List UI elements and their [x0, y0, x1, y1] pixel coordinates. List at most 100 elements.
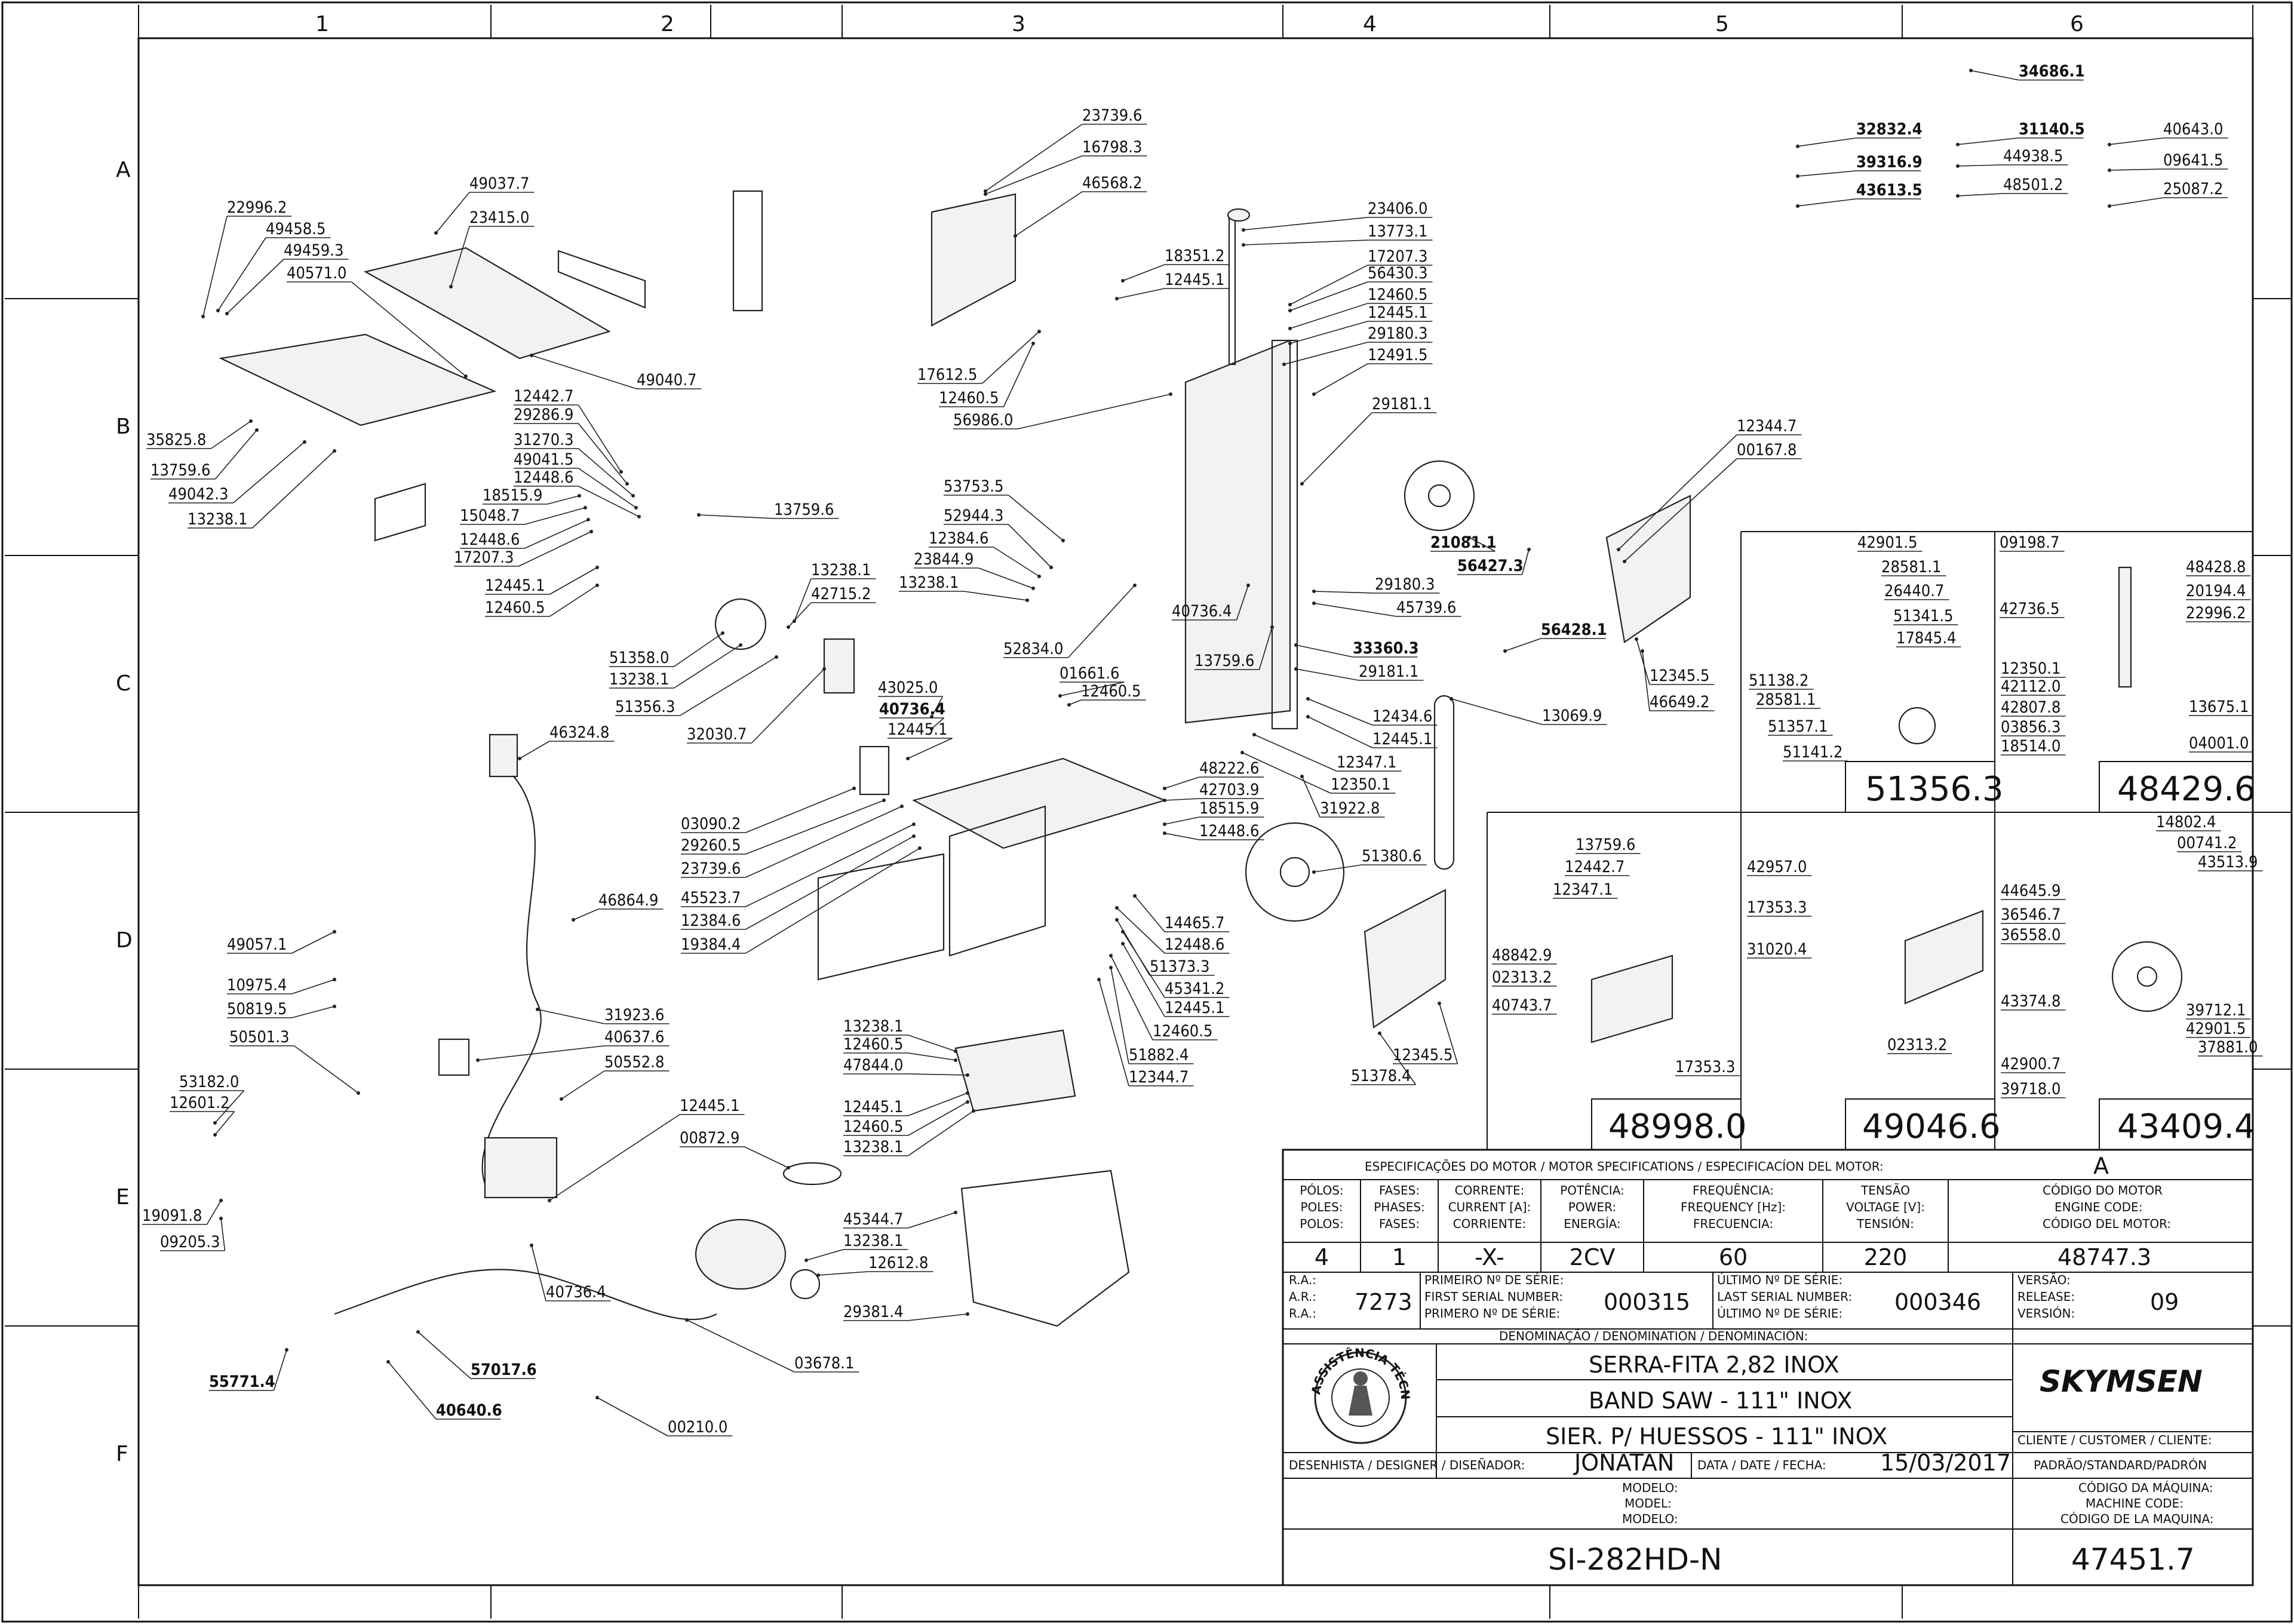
part-number-label: 50501.3 — [229, 1028, 289, 1046]
lower-wheel-part — [1245, 822, 1345, 922]
part-callout: 46649.2 — [1641, 649, 1715, 711]
part-callout: 46568.2 — [1014, 174, 1147, 238]
subassembly-part-label: 42807.8 — [2001, 698, 2060, 717]
part-callout: 13238.1 — [843, 1109, 975, 1156]
subassembly-guard-part — [1590, 954, 1673, 1043]
subassembly-part-label: 03856.3 — [2001, 718, 2060, 736]
part-callout: 49458.5 — [216, 220, 331, 312]
part-callout: 12434.6 — [1306, 697, 1438, 726]
part-number-label: 40640.6 — [436, 1401, 502, 1420]
subassembly-part-label: 17845.4 — [1896, 629, 1956, 647]
part-number-label: 12460.5 — [939, 389, 999, 407]
part-callout: 49041.5 — [514, 450, 638, 509]
part-callout: 18515.9 — [1163, 799, 1264, 826]
part-number-label: 39316.9 — [1856, 153, 1923, 171]
part-callout: 49037.7 — [434, 174, 535, 235]
subassembly-number: 43409.4 — [2117, 1107, 2256, 1146]
blade-guide-post-part — [732, 190, 763, 312]
part-number-label: 51356.3 — [615, 698, 675, 716]
part-number-label: 13238.1 — [188, 510, 247, 529]
part-number-label: 40637.6 — [604, 1028, 664, 1046]
part-callout: 18515.9 — [483, 486, 581, 505]
part-number-label: 49037.7 — [469, 174, 529, 193]
part-number-label: 32030.7 — [687, 725, 747, 744]
stand-cabinet-part — [960, 1169, 1130, 1327]
part-number-label: 50819.5 — [227, 1000, 287, 1018]
part-callout: 40736.4 — [879, 700, 945, 730]
subassembly-callouts: 42901.528581.126440.751341.517845.451138… — [1492, 533, 2263, 1098]
version-label: VERSIÓN: — [2017, 1306, 2075, 1321]
part-callout: 45523.7 — [681, 822, 916, 907]
part-number-label: 12460.5 — [1368, 285, 1427, 304]
last-serial-label: ÚLTIMO Nº DE SÉRIE: — [1717, 1273, 1842, 1287]
front-panel-part — [817, 853, 945, 981]
subassembly-part-label: 20194.4 — [2186, 582, 2246, 600]
part-number-label: 12601.2 — [170, 1094, 229, 1112]
part-callout: 51882.4 — [1109, 966, 1194, 1064]
contactor-part — [438, 1038, 470, 1076]
worktable-part — [912, 757, 1167, 849]
part-callout: 31270.3 — [514, 431, 635, 498]
part-number-label: 49057.1 — [227, 935, 287, 954]
part-number-label: 22996.2 — [227, 198, 287, 217]
part-callout: 56430.3 — [1288, 264, 1433, 312]
subassembly-part-label: 12347.1 — [1553, 880, 1613, 899]
switch-box-part — [484, 1137, 558, 1199]
part-callout: 12460.5 — [843, 1035, 957, 1062]
part-callout: 44938.5 — [1956, 147, 2068, 168]
column-label: 1 — [315, 12, 329, 36]
part-number-label: 45344.7 — [843, 1210, 903, 1229]
subassembly-part-label: 51357.1 — [1768, 717, 1828, 736]
part-number-label: 12345.5 — [1650, 667, 1709, 685]
part-callout: 00167.8 — [1623, 441, 1802, 563]
part-number-label: 13759.6 — [151, 461, 210, 480]
ra-label: R.A.: — [1289, 1306, 1316, 1321]
part-callout: 50819.5 — [227, 1000, 336, 1018]
subassembly-part-label: 51138.2 — [1749, 671, 1808, 690]
part-callout: 29181.1 — [1294, 662, 1424, 681]
motor-spec-label: CORRENTE: — [1455, 1183, 1525, 1198]
row-label: B — [116, 415, 131, 439]
first-serial-label: FIRST SERIAL NUMBER: — [1424, 1290, 1563, 1304]
part-callout: 12460.5 — [1288, 285, 1433, 330]
part-number-label: 03090.2 — [681, 815, 741, 833]
part-number-label: 00210.0 — [668, 1418, 727, 1436]
part-number-label: 29181.1 — [1359, 662, 1418, 681]
part-number-label: 09641.5 — [2163, 151, 2223, 170]
part-number-label: 15048.7 — [460, 506, 520, 525]
part-callout: 12384.6 — [681, 834, 916, 930]
part-callout: 12460.5 — [1109, 954, 1218, 1040]
part-callout: 57017.6 — [416, 1330, 537, 1379]
part-number-label: 47844.0 — [843, 1056, 903, 1075]
subassembly-part-label: 42736.5 — [2000, 600, 2059, 618]
row-label: E — [116, 1185, 130, 1209]
part-callout: 12445.1 — [1121, 942, 1230, 1017]
part-number-label: 49040.7 — [637, 371, 696, 389]
part-callout: 13069.9 — [1450, 697, 1607, 725]
subassembly-part-label: 42957.0 — [1747, 858, 1807, 876]
part-callout: 43613.5 — [1796, 181, 1923, 208]
motor-spec-label: POWER: — [1568, 1200, 1616, 1214]
part-number-label: 53753.5 — [944, 477, 1003, 496]
motor-spec-label: FASES: — [1379, 1217, 1420, 1231]
motor-spec-label: ENERGÍA: — [1564, 1217, 1621, 1231]
part-callout: 12612.8 — [816, 1254, 933, 1277]
table-extension-part — [364, 247, 611, 360]
machine-code-value: 47451.7 — [2071, 1542, 2195, 1577]
part-callout: 12344.7 — [1097, 978, 1194, 1086]
part-number-label: 32832.4 — [1856, 120, 1923, 139]
part-callout: 50552.8 — [560, 1053, 670, 1101]
power-plug-part — [489, 733, 518, 778]
part-number-label: 29260.5 — [681, 836, 741, 855]
part-callout: 03678.1 — [685, 1318, 859, 1373]
subassembly-frames: 51356.3 48429.6 48998.0 49046.6 43409.4 — [1487, 531, 2256, 1150]
part-callout: 40571.0 — [287, 264, 468, 378]
part-callout: 49057.1 — [227, 930, 336, 954]
part-callout: 35825.8 — [146, 419, 253, 449]
part-number-label: 16798.3 — [1082, 138, 1142, 156]
version-label: RELEASE: — [2017, 1290, 2075, 1304]
brand-logo: SKYMSEN — [2040, 1364, 2203, 1399]
part-number-label: 43613.5 — [1856, 181, 1923, 199]
part-callout: 13238.1 — [793, 561, 876, 623]
